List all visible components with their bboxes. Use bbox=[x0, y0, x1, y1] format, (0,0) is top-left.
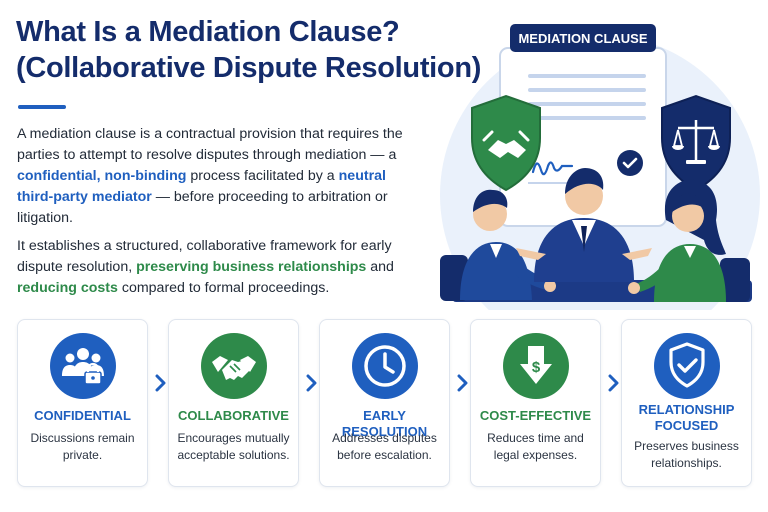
framework-text-3: compared to formal proceedings. bbox=[117, 280, 330, 296]
shield-check-icon bbox=[654, 333, 720, 399]
chevron-right-icon bbox=[457, 374, 468, 392]
signature-icon bbox=[531, 161, 574, 176]
card-title: COLLABORATIVE bbox=[178, 408, 289, 423]
card-title: CONFIDENTIAL bbox=[34, 408, 131, 423]
card-collaborative: COLLABORATIVE Encourages mutually accept… bbox=[168, 319, 299, 487]
handshake-shield-icon bbox=[471, 94, 541, 192]
intro-text-1: A mediation clause is a contractual prov… bbox=[17, 126, 403, 163]
mediation-illustration: MEDIATION CLAUSE bbox=[440, 24, 760, 310]
intro-text-3: — before proceeding to arbitration or li… bbox=[17, 189, 388, 226]
card-description: Encourages mutually acceptable solutions… bbox=[177, 431, 290, 462]
document-label-banner bbox=[510, 24, 656, 52]
chevron-right-icon bbox=[306, 374, 317, 392]
card-confidential: CONFIDENTIAL Discussions remain private. bbox=[17, 319, 148, 487]
handshake-icon bbox=[201, 333, 267, 399]
card-title: EARLY RESOLUTION bbox=[341, 408, 428, 439]
chevron-right-icon bbox=[608, 374, 619, 392]
approved-check-icon bbox=[617, 150, 643, 176]
document-label: MEDIATION CLAUSE bbox=[518, 31, 647, 46]
scales-shield-icon bbox=[661, 94, 731, 192]
left-person-figure bbox=[440, 189, 556, 301]
clock-icon bbox=[352, 333, 418, 399]
dollar-down-icon: $ bbox=[503, 333, 569, 399]
intro-text-2: process facilitated by a bbox=[186, 168, 339, 184]
card-early-resolution: EARLY RESOLUTION Addresses disputes befo… bbox=[319, 319, 450, 487]
people-lock-icon bbox=[50, 333, 116, 399]
benefits-row: CONFIDENTIAL Discussions remain private.… bbox=[17, 319, 752, 487]
card-description: Discussions remain private. bbox=[30, 431, 135, 462]
title-line-1: What Is a Mediation Clause? bbox=[16, 16, 400, 48]
highlight-relationships: preserving business relationships bbox=[136, 259, 367, 275]
highlight-confidential: confidential, non-binding bbox=[17, 168, 187, 184]
intro-paragraph: A mediation clause is a contractual prov… bbox=[17, 124, 417, 229]
title-underline bbox=[18, 105, 66, 109]
highlight-costs: reducing costs bbox=[17, 280, 118, 296]
card-cost-effective: $ COST-EFFECTIVE Reduces time and legal … bbox=[470, 319, 601, 487]
card-title: COST-EFFECTIVE bbox=[479, 408, 592, 423]
card-title: RELATIONSHIP FOCUSED bbox=[638, 402, 735, 433]
card-description: Addresses disputes before escalation. bbox=[332, 431, 437, 462]
right-person-figure bbox=[628, 179, 750, 302]
title-line-2: (Collaborative Dispute Resolution) bbox=[16, 52, 482, 84]
chevron-right-icon bbox=[155, 374, 166, 392]
card-description: Preserves business relationships. bbox=[634, 439, 739, 470]
framework-text-2: and bbox=[366, 259, 394, 275]
framework-paragraph: It establishes a structured, collaborati… bbox=[17, 236, 417, 299]
svg-text:$: $ bbox=[532, 359, 541, 376]
card-relationship-focused: RELATIONSHIP FOCUSED Preserves business … bbox=[621, 319, 752, 487]
highlight-mediator: neutral third-party mediator bbox=[17, 168, 386, 205]
card-description: Reduces time and legal expenses. bbox=[487, 431, 584, 462]
page-title: What Is a Mediation Clause? (Collaborati… bbox=[16, 14, 481, 86]
mediator-figure bbox=[516, 168, 652, 282]
framework-text-1: It establishes a structured, collaborati… bbox=[17, 238, 392, 275]
